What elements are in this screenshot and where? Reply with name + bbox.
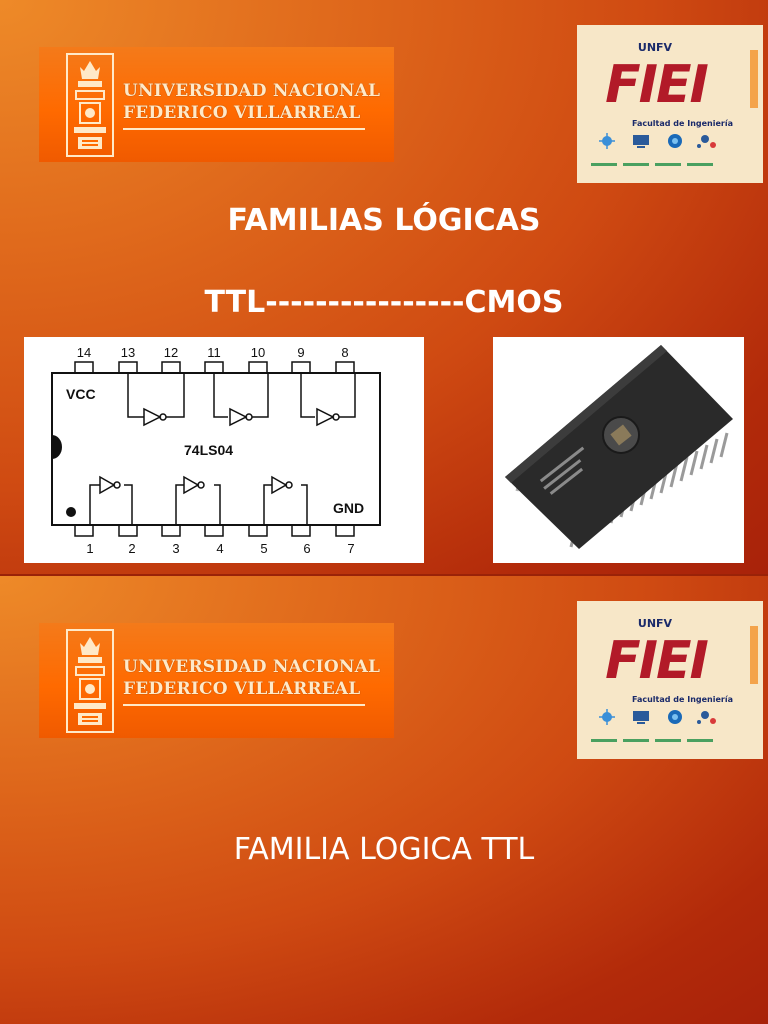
fiei-tab-decoration bbox=[750, 50, 758, 108]
pin-label: 12 bbox=[164, 345, 178, 360]
chip-label: 74LS04 bbox=[184, 442, 233, 458]
university-name-line2: FEDERICO VILLARREAL bbox=[123, 103, 361, 123]
slide-subtitle: TTL----------------CMOS bbox=[204, 285, 564, 320]
fiei-logo: UNFV FIEI Facultad de Ingeniería bbox=[577, 601, 763, 759]
inverter-pinout-diagram: 14 13 12 11 10 9 8 1 2 3 4 5 6 7 VCC GND… bbox=[51, 345, 381, 556]
fiei-subtitle: Facultad de Ingeniería bbox=[631, 695, 733, 704]
slide-1: UNIVERSIDAD NACIONAL FEDERICO VILLARREAL… bbox=[0, 0, 768, 576]
fiei-unfv-label: UNFV bbox=[637, 41, 673, 54]
university-logo-banner: UNIVERSIDAD NACIONAL FEDERICO VILLARREAL bbox=[39, 623, 394, 738]
pin-label: 11 bbox=[207, 345, 221, 360]
faculty-icon-captions bbox=[591, 727, 727, 742]
pin-label: 9 bbox=[297, 345, 304, 360]
pin-label: 1 bbox=[86, 541, 93, 556]
fiei-unfv-label: UNFV bbox=[637, 617, 673, 630]
university-crest-icon bbox=[66, 53, 114, 157]
faculty-icon-captions bbox=[591, 151, 727, 166]
slide-title: FAMILIA LOGICA TTL bbox=[233, 832, 535, 867]
university-name-line2: FEDERICO VILLARREAL bbox=[123, 679, 361, 699]
slide-title: FAMILIAS LÓGICAS bbox=[227, 203, 541, 238]
divider bbox=[123, 128, 365, 130]
fiei-name: FIEI bbox=[605, 55, 709, 115]
pin-label: 4 bbox=[216, 541, 223, 556]
divider bbox=[123, 704, 365, 706]
faculty-icons bbox=[599, 709, 716, 725]
faculty-icons bbox=[599, 133, 716, 149]
fiei-name: FIEI bbox=[605, 631, 709, 691]
pin-label: 13 bbox=[121, 345, 135, 360]
pin-label: 6 bbox=[303, 541, 310, 556]
pin-label: 10 bbox=[251, 345, 265, 360]
fiei-tab-decoration bbox=[750, 626, 758, 684]
pin-label: 14 bbox=[77, 345, 91, 360]
slide-separator bbox=[0, 574, 768, 576]
inverter-gates bbox=[89, 373, 356, 525]
electronics-icon bbox=[599, 133, 615, 149]
university-logo-banner: UNIVERSIDAD NACIONAL FEDERICO VILLARREAL bbox=[39, 47, 394, 162]
university-name-line1: UNIVERSIDAD NACIONAL bbox=[123, 657, 381, 677]
telecom-icon bbox=[668, 710, 682, 724]
slide-2: UNIVERSIDAD NACIONAL FEDERICO VILLARREAL… bbox=[0, 576, 768, 1024]
mechatronics-icon bbox=[697, 711, 716, 724]
fiei-logo: UNFV FIEI Facultad de Ingeniería bbox=[577, 25, 763, 183]
university-crest-icon bbox=[66, 629, 114, 733]
electronics-icon bbox=[599, 709, 615, 725]
eprom-chip-photo bbox=[493, 337, 744, 563]
computer-icon bbox=[633, 135, 649, 148]
pin-label: 5 bbox=[260, 541, 267, 556]
pin-label: 8 bbox=[341, 345, 348, 360]
ic-7404-diagram: 14 13 12 11 10 9 8 1 2 3 4 5 6 7 VCC GND… bbox=[24, 337, 424, 563]
mechatronics-icon bbox=[697, 135, 716, 148]
gnd-label: GND bbox=[333, 500, 364, 516]
pin-label: 7 bbox=[347, 541, 354, 556]
university-name-line1: UNIVERSIDAD NACIONAL bbox=[123, 81, 381, 101]
fiei-subtitle: Facultad de Ingeniería bbox=[631, 119, 733, 128]
vcc-label: VCC bbox=[66, 386, 96, 402]
pin-label: 3 bbox=[172, 541, 179, 556]
computer-icon bbox=[633, 711, 649, 724]
pin-label: 2 bbox=[128, 541, 135, 556]
telecom-icon bbox=[668, 134, 682, 148]
eprom-chip-icon bbox=[505, 345, 733, 549]
